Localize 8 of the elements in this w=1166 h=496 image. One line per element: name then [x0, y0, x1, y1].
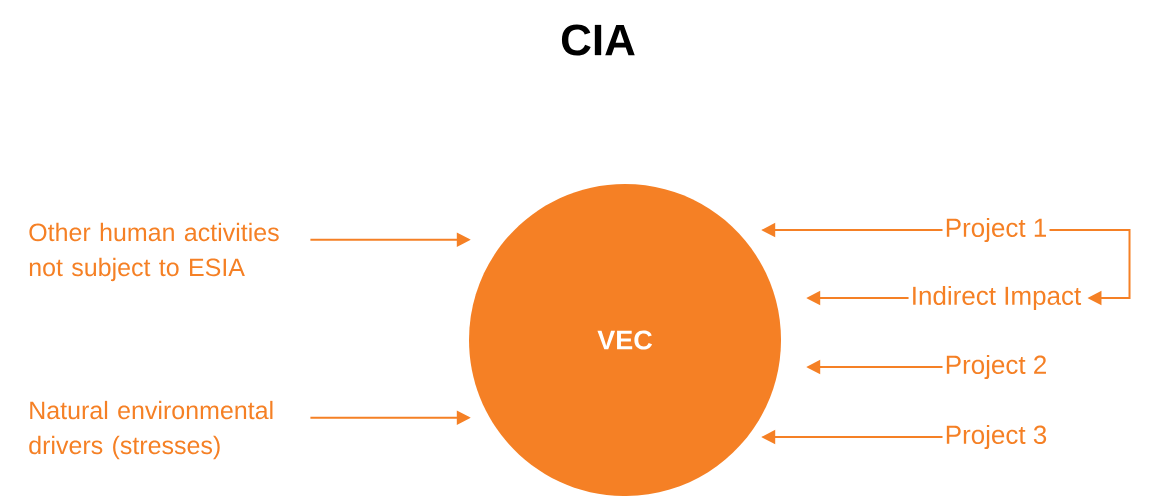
- text-label: Indirect Impact: [913, 285, 1082, 311]
- text-label: Project 1: [946, 217, 1046, 243]
- text-label: Project 3: [946, 424, 1047, 450]
- title: CIA: [561, 24, 635, 56]
- arrow: [1048, 229, 1131, 306]
- text-label: Natural environmental drivers (stresses): [29, 400, 273, 460]
- text-label: Project 2: [946, 354, 1046, 380]
- text-label: Other human activities not subject to ESIA: [29, 222, 279, 282]
